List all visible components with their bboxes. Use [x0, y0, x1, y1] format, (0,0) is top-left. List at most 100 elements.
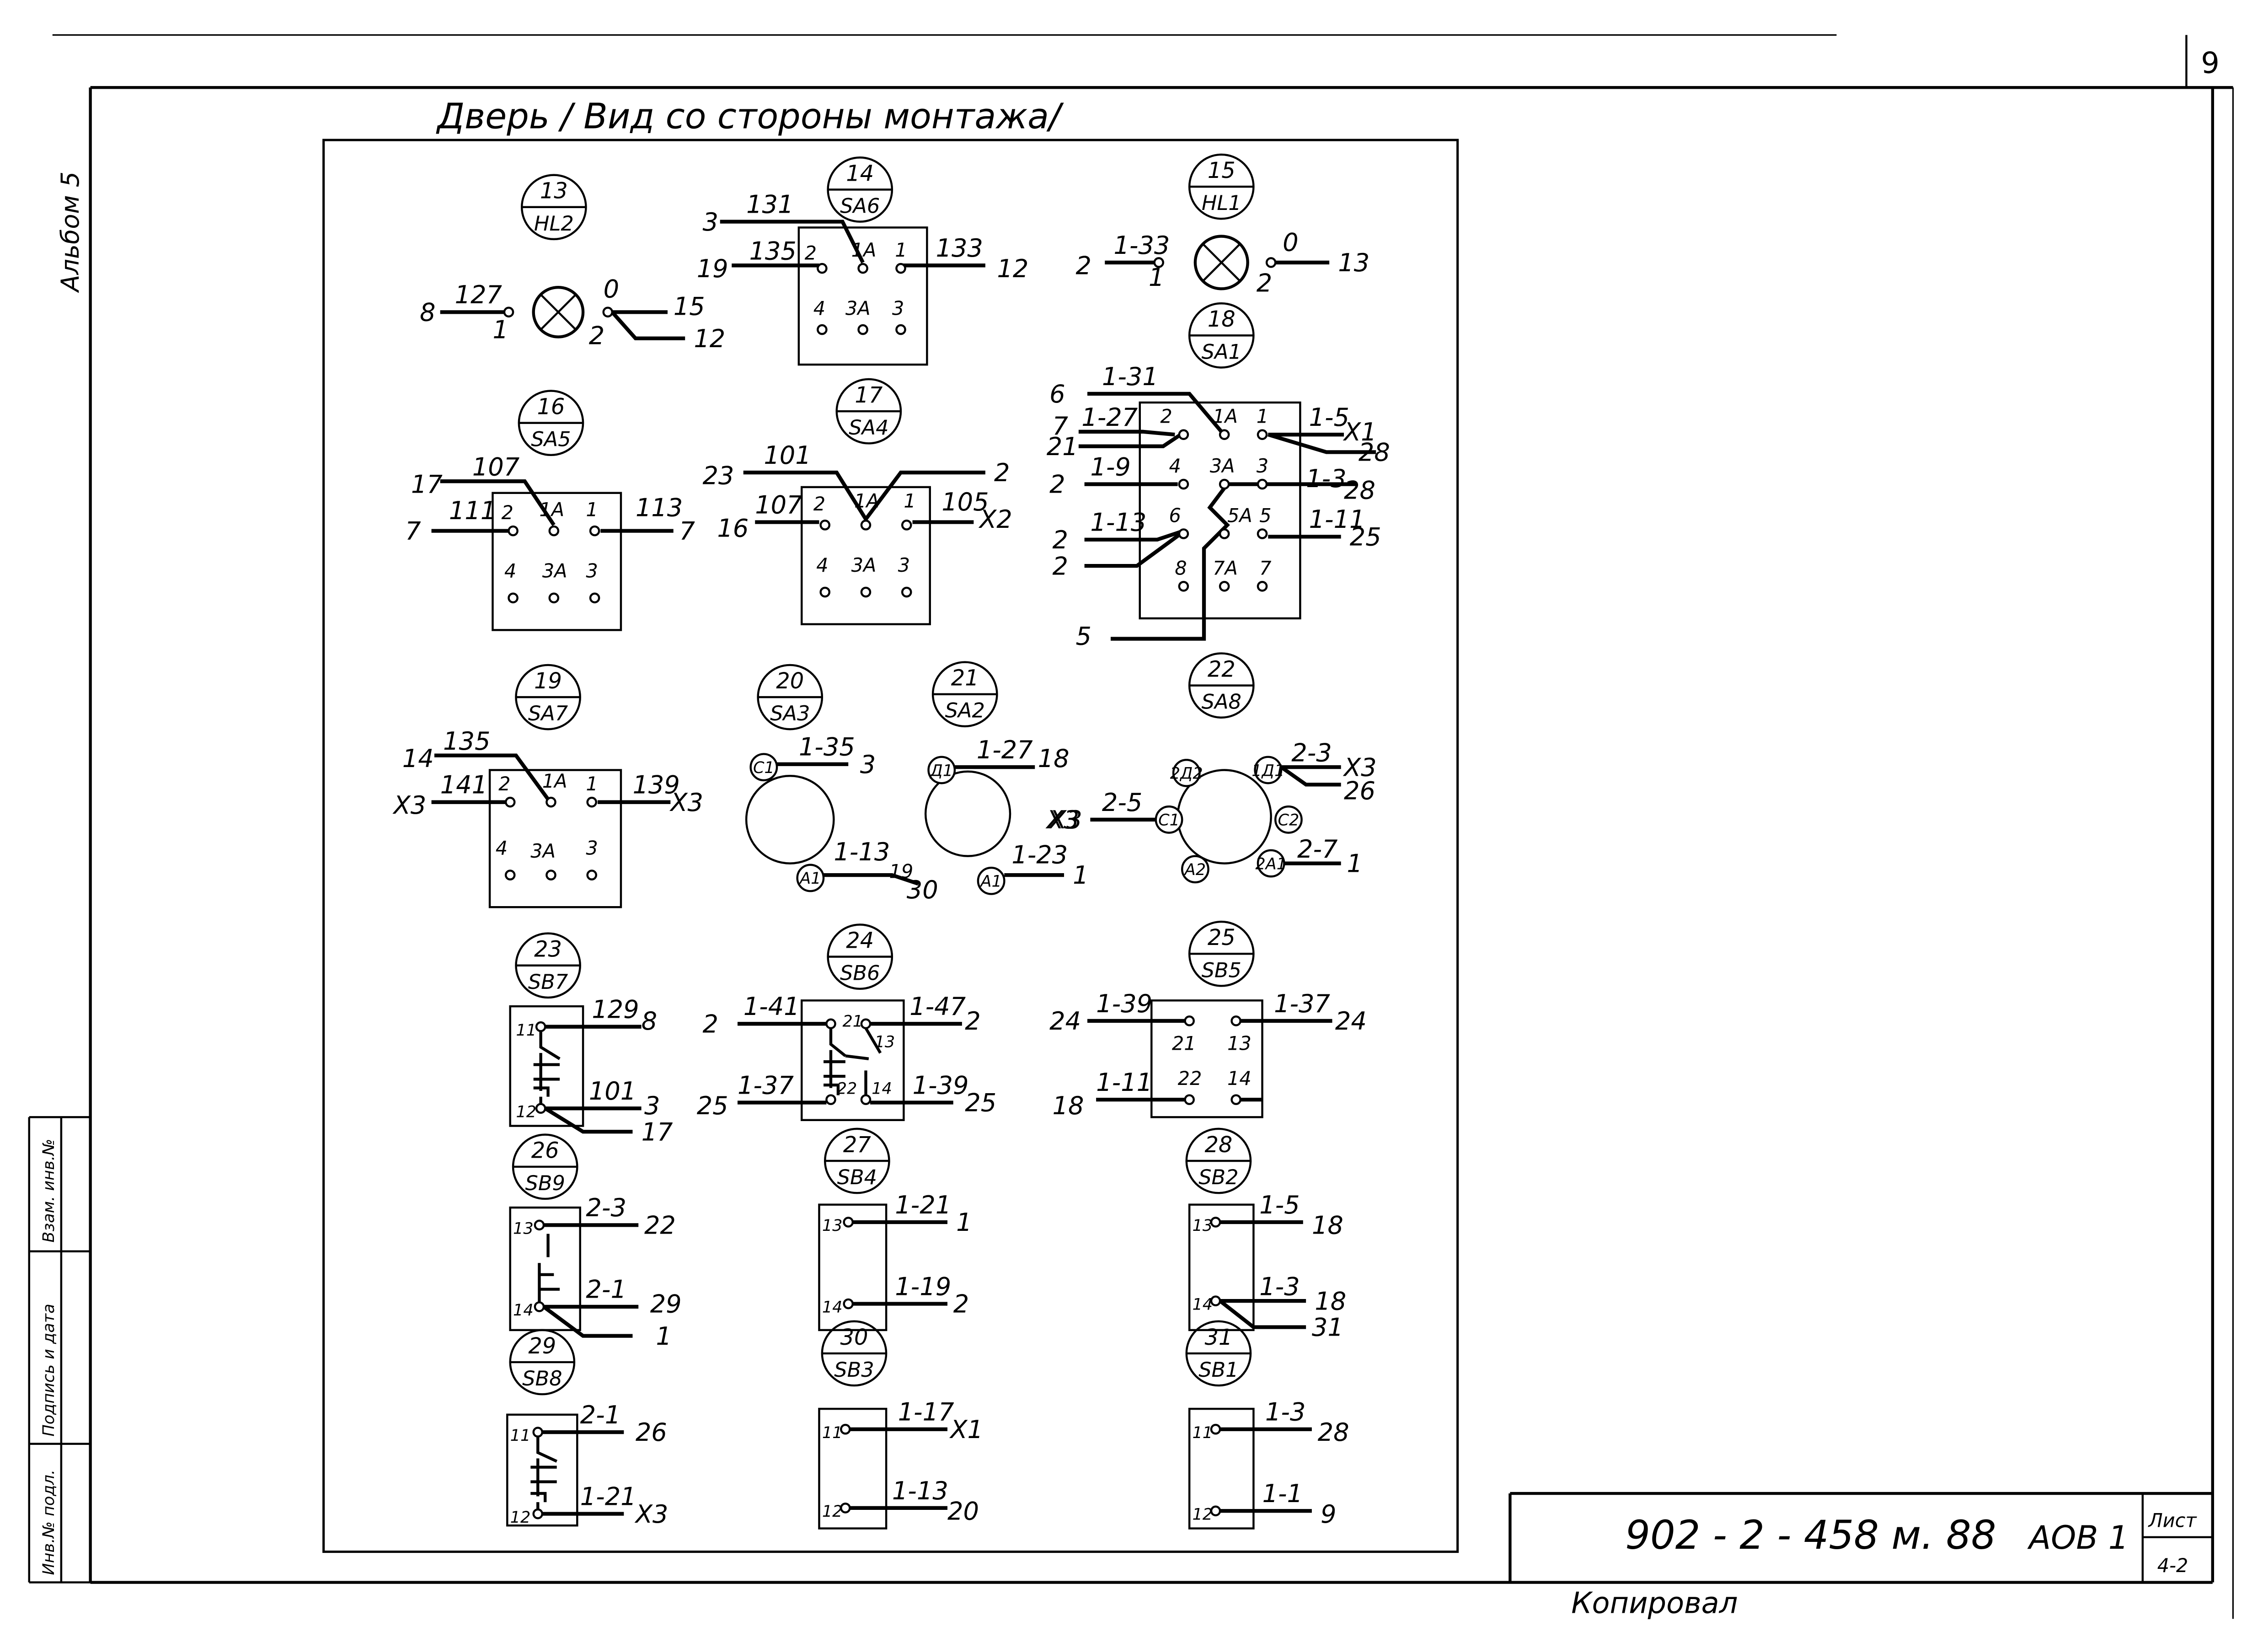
terminal-wire-label: 28 [1359, 438, 1390, 467]
terminal-wire-label: X3 [1343, 753, 1377, 782]
terminal-wire-label: 139 [632, 771, 679, 800]
terminal-wire-label: 3 [1257, 455, 1268, 477]
terminal-wire-label: 13 [1338, 248, 1369, 277]
terminal-wire-label: 26 [636, 1418, 667, 1447]
component-21-sa2: 21 SA2 Д1 1-27 18 X3 1-23 А1 1 [924, 661, 1089, 895]
terminal-wire-label: 8 [1175, 557, 1187, 579]
component-ref: HL2 [534, 212, 574, 236]
terminal-wire-label: X2 [978, 505, 1012, 534]
components-c26-ref: SB9 [525, 1171, 565, 1195]
terminal-wire-label: 3 [860, 750, 876, 779]
components-c20-ref: SA3 [770, 702, 810, 725]
terminal-wire-label: 127 [455, 280, 502, 309]
terminal-wire-label: 2 [1052, 552, 1068, 580]
components-c29-ref: SB8 [522, 1367, 562, 1390]
component-15-hl1: 15 HL1 2 1-33 1 0 2 13 [1075, 153, 1369, 298]
terminal-wire-label: 5А [1227, 505, 1252, 526]
components-c25-ref: SB5 [1202, 958, 1241, 982]
terminal-wire-label: 2 [805, 242, 817, 264]
terminal-wire-label: 24 [1335, 1007, 1367, 1036]
components-c15-num: 15 [1208, 158, 1236, 183]
terminal-wire-label: 4 [813, 298, 825, 320]
stamp-replacement-inv: Взам. инв.№ [39, 1139, 58, 1243]
terminal-wire-label: 25 [697, 1091, 728, 1120]
terminal-wire-label: 13 [1227, 1033, 1252, 1055]
terminal-wire-label: 1 [1149, 263, 1164, 292]
terminal-wire-label: 2-1 [580, 1401, 621, 1429]
terminal-wire-label: 21 [842, 1012, 863, 1031]
terminal-wire-label: 2А1 [1255, 854, 1287, 873]
terminal-wire-label: 29 [650, 1290, 682, 1319]
terminal-wire-label: 7А [1213, 557, 1238, 579]
components-c22-ref: SA8 [1202, 690, 1241, 714]
component-19-sa7: 19 SA7 14 135 X3 141 2 1А 1 139 X3 4 3А … [392, 664, 703, 908]
terminal-wire-label: 2-3 [586, 1193, 626, 1222]
terminal-wire-label: 1-27 [1081, 403, 1138, 432]
terminal-wire-label: 6 [1169, 505, 1181, 526]
sheet-code: АОВ 1 [2027, 1519, 2129, 1557]
components-c14-num: 14 [846, 161, 874, 186]
terminal-wire-label: Д1 [929, 761, 953, 780]
components-c30-num: 30 [840, 1325, 868, 1350]
terminal-wire-label: 1 [492, 316, 508, 344]
terminal-wire-label: 101 [589, 1077, 636, 1106]
terminal-wire-label: 2 [1049, 470, 1065, 499]
terminal-wire-label: 9 [1321, 1500, 1336, 1529]
copied-by: Копировал [1571, 1586, 1738, 1620]
terminal-wire-label: 1-47 [909, 992, 966, 1021]
terminal-wire-label: 1-5 [1259, 1191, 1300, 1219]
page-number: 9 [2201, 46, 2220, 80]
terminal-wire-label: 22 [1178, 1068, 1202, 1090]
terminal-wire-label: 30 [907, 875, 938, 904]
terminal-wire-label: 2 [1075, 251, 1091, 280]
components-c19-ref: SA7 [528, 702, 568, 725]
terminal-wire-label: 135 [749, 237, 796, 266]
terminal-wire-label: 12 [510, 1508, 531, 1527]
terminal-wire-label: 1-13 [892, 1476, 948, 1505]
sheet-frame [28, 34, 2234, 1619]
components-c25-num: 25 [1208, 925, 1236, 950]
terminal-wire-label: 1-39 [912, 1071, 968, 1100]
drawing-title: Дверь / Вид со стороны монтажа/ [436, 97, 1064, 137]
terminal-wire-label: 1А [854, 490, 879, 512]
terminal-wire-label: 1-37 [738, 1071, 794, 1100]
terminal-wire-label: 17 [411, 470, 443, 499]
terminal-wire-label: 1-31 [1102, 362, 1158, 391]
components-c23-ref: SB7 [528, 970, 568, 994]
list-label: Лист [2148, 1509, 2198, 1531]
components-c15-ref: HL1 [1202, 191, 1241, 215]
terminal-wire-label: 1 [1073, 861, 1088, 890]
component-17-sa4: 17 SA4 23 101 2 16 107 2 1А 1 105 X2 4 3… [702, 378, 1012, 625]
terminal-wire-label: 2-3 [1291, 738, 1332, 767]
terminal-wire-label: 5 [1075, 622, 1091, 650]
terminal-wire-label: А2 [1184, 860, 1206, 879]
terminal-wire-label: 14 [513, 1301, 534, 1320]
terminal-wire-label: 19 [889, 860, 913, 882]
component-18-sa1: 18 SA1 6 1-31 7 1-27 21 2 1А 1 1-5 X1 28… [1047, 302, 1390, 650]
lamp-symbol [1193, 235, 1249, 290]
lamp-symbol [532, 285, 585, 338]
terminal-wire-label: 12 [1193, 1505, 1213, 1524]
list-number: 4-2 [2157, 1555, 2188, 1577]
components-c17-ref: SA4 [849, 416, 888, 440]
terminal-wire-label: 3А [845, 298, 871, 320]
terminal-wire-label: 2 [502, 502, 514, 524]
door-panel-box [322, 139, 1459, 1553]
terminal-wire-label: 1-21 [580, 1482, 637, 1511]
terminal-wire-label: 3А [1210, 455, 1235, 477]
terminal-wire-label: 11 [822, 1423, 843, 1442]
terminal-wire-label: 25 [1350, 522, 1381, 551]
terminal-wire-label: 31 [1312, 1313, 1343, 1342]
terminal-wire-label: 1 [1347, 849, 1362, 878]
terminal-wire-label: X3 [392, 791, 427, 820]
terminal-wire-label: 129 [592, 995, 639, 1024]
terminal-wire-label: 18 [1315, 1287, 1346, 1315]
components-c16-num: 16 [537, 395, 565, 420]
terminal-wire-label: 3А [530, 840, 556, 862]
terminal-wire-label: X3 [634, 1500, 669, 1529]
terminal-wire-label: 1-11 [1309, 505, 1365, 534]
terminal-wire-label: 13 [1193, 1216, 1213, 1235]
terminal-wire-label: 1 [656, 1322, 671, 1351]
terminal-wire-label: 2Д2 [1170, 764, 1203, 783]
terminal-wire-label: 2 [589, 321, 604, 350]
